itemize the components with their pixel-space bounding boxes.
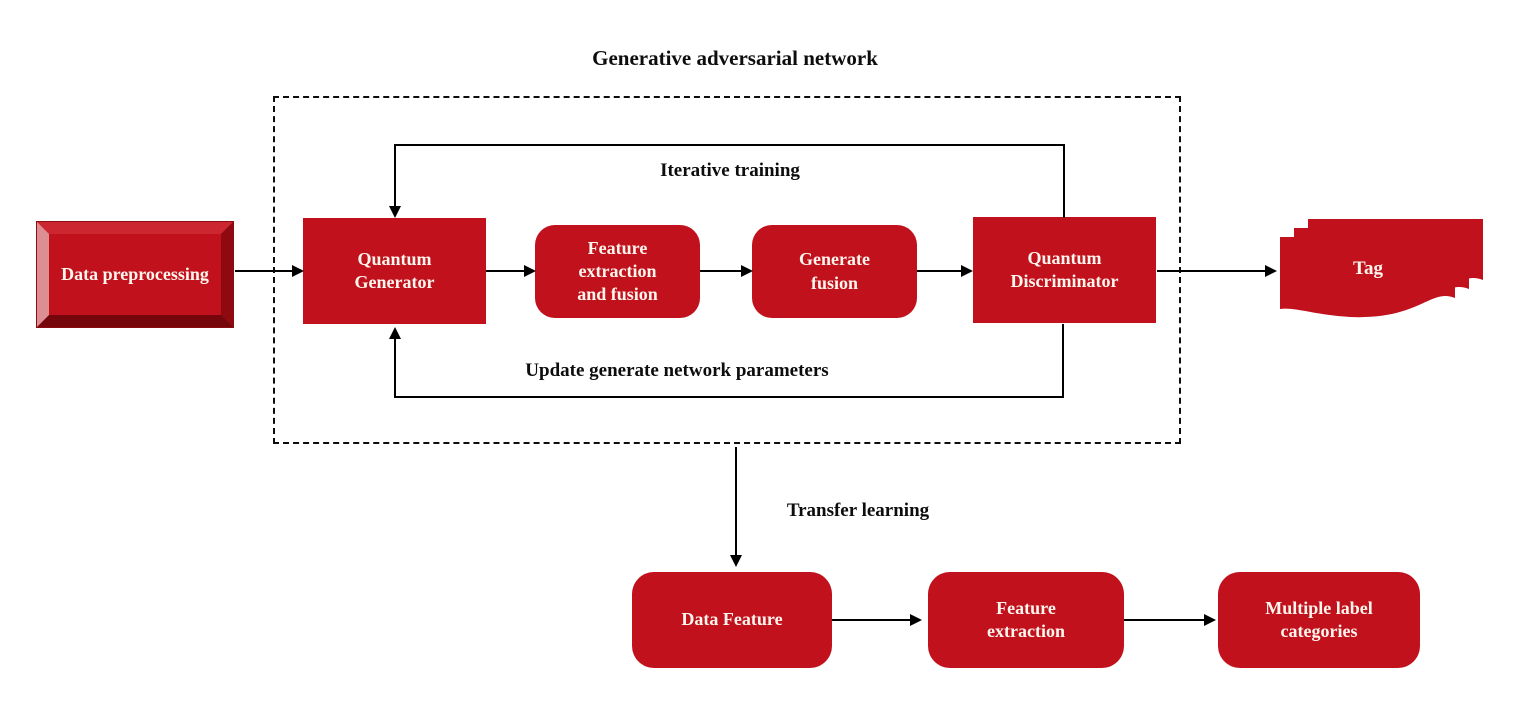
node-feature-extraction-fusion-label: Feature extraction and fusion bbox=[577, 237, 658, 305]
node-feature-extraction: Feature extraction bbox=[928, 572, 1124, 668]
transfer-learning-label: Transfer learning bbox=[786, 500, 930, 521]
arrow-fusion-to-discriminator bbox=[917, 270, 965, 272]
arrow-discriminator-to-tag bbox=[1157, 270, 1267, 272]
arrow-extraction-to-categories bbox=[1124, 619, 1208, 621]
transfer-learning-arrow bbox=[735, 447, 737, 557]
node-data-feature-label: Data Feature bbox=[681, 609, 783, 630]
loop-top-left-segment bbox=[394, 146, 396, 207]
arrowhead-icon bbox=[910, 614, 922, 626]
loop-bottom-horizontal-segment bbox=[394, 396, 1064, 398]
arrowhead-icon bbox=[961, 265, 973, 277]
node-generate-fusion: Generate fusion bbox=[752, 225, 917, 318]
node-multiple-label-categories: Multiple label categories bbox=[1218, 572, 1420, 668]
node-generate-fusion-label: Generate fusion bbox=[799, 249, 870, 293]
arrowhead-icon bbox=[741, 265, 753, 277]
tag-multidocument-shape bbox=[1280, 219, 1483, 318]
node-data-preprocessing: Data preprocessing bbox=[36, 221, 234, 328]
loop-bottom-left-segment bbox=[394, 338, 396, 398]
node-quantum-discriminator: Quantum Discriminator bbox=[973, 217, 1156, 323]
loop-bottom-right-segment bbox=[1062, 324, 1064, 398]
arrowhead-icon bbox=[1265, 265, 1277, 277]
node-multiple-label-categories-label: Multiple label categories bbox=[1265, 597, 1373, 641]
arrow-datafeature-to-extraction bbox=[832, 619, 914, 621]
arrowhead-icon bbox=[730, 555, 742, 567]
iterative-training-label: Iterative training bbox=[660, 160, 800, 181]
arrow-preprocessing-to-generator bbox=[235, 270, 295, 272]
diagram-title: Generative adversarial network bbox=[592, 46, 878, 70]
loop-top-right-segment bbox=[1063, 146, 1065, 218]
node-quantum-generator-label: Quantum Generator bbox=[354, 248, 435, 292]
node-feature-extraction-label: Feature extraction bbox=[987, 597, 1065, 641]
update-parameters-label: Update generate network parameters bbox=[525, 360, 829, 381]
node-quantum-generator: Quantum Generator bbox=[303, 218, 486, 324]
node-feature-extraction-fusion: Feature extraction and fusion bbox=[535, 225, 700, 318]
arrowhead-icon bbox=[292, 265, 304, 277]
node-quantum-discriminator-label: Quantum Discriminator bbox=[1010, 247, 1119, 291]
loop-top-horizontal-segment bbox=[394, 144, 1065, 146]
arrow-extraction-to-fusion bbox=[700, 270, 745, 272]
node-data-feature: Data Feature bbox=[632, 572, 832, 668]
arrowhead-icon bbox=[1204, 614, 1216, 626]
arrowhead-icon bbox=[389, 327, 401, 339]
arrowhead-icon bbox=[389, 206, 401, 218]
arrow-generator-to-extraction bbox=[486, 270, 528, 272]
node-data-preprocessing-label: Data preprocessing bbox=[61, 263, 209, 284]
node-tag-label: Tag bbox=[1353, 258, 1383, 279]
arrowhead-icon bbox=[524, 265, 536, 277]
